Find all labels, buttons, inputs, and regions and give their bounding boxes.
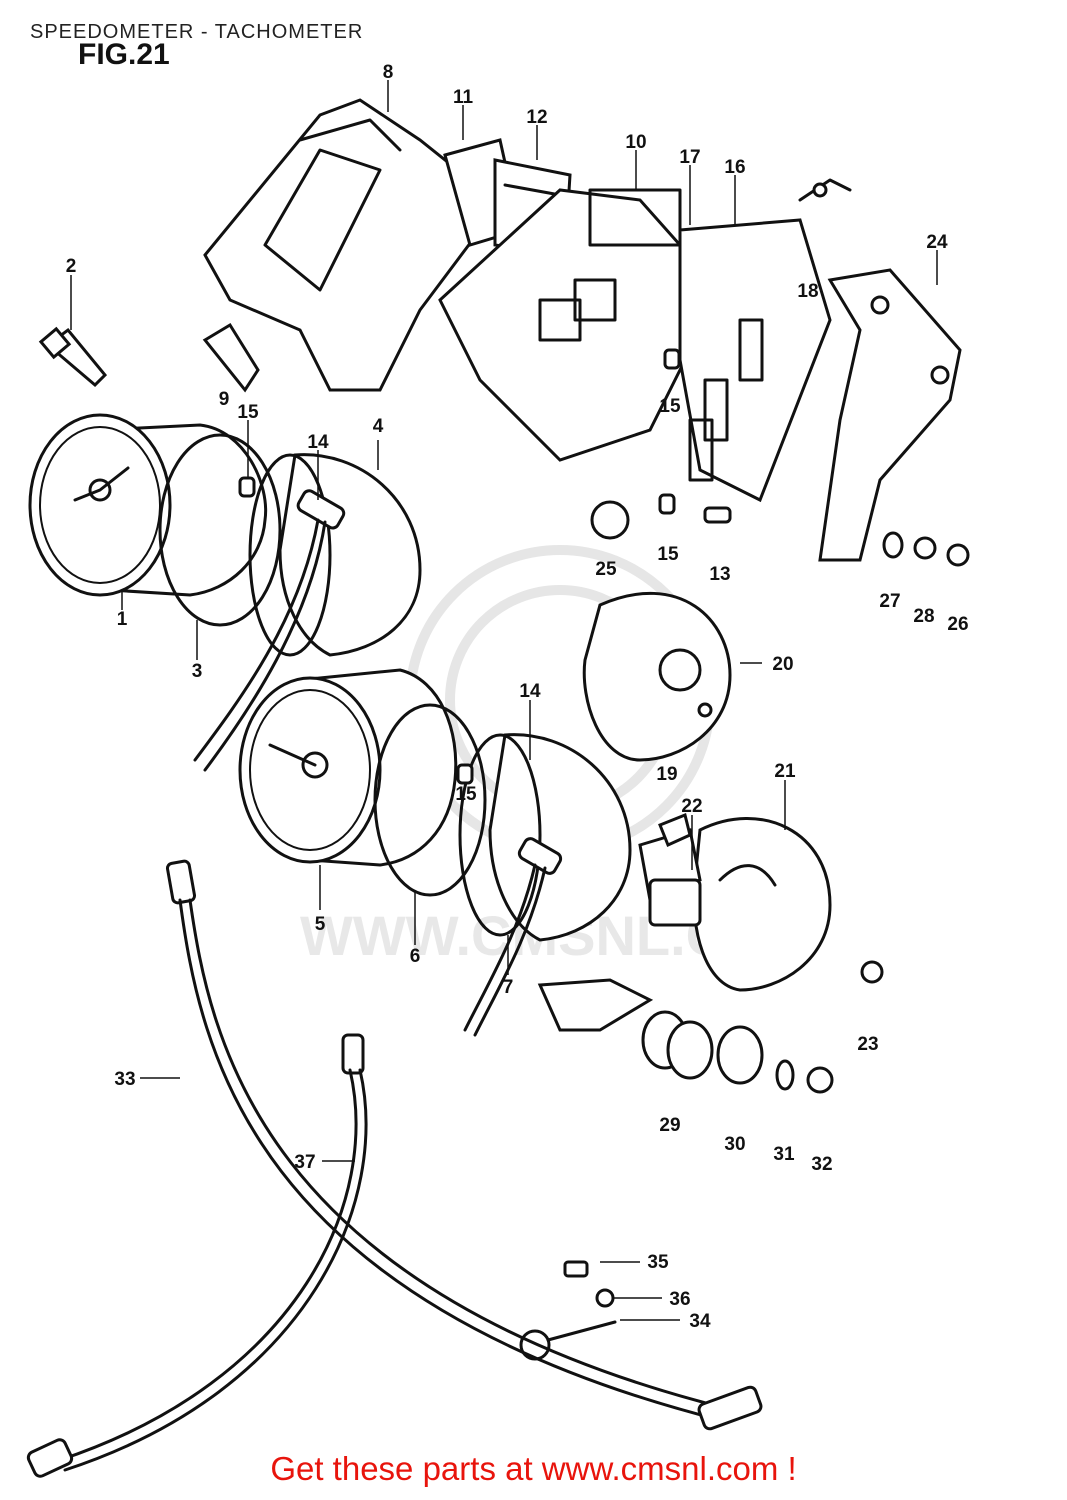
label-15-b: 15: [659, 396, 681, 417]
label-7: 7: [503, 977, 514, 998]
nut-part-28[interactable]: [913, 536, 937, 560]
label-13: 13: [709, 564, 730, 585]
upper-cover-part-8[interactable]: [203, 98, 482, 392]
bulb-part-15-b[interactable]: [663, 348, 681, 370]
label-37: 37: [294, 1152, 315, 1173]
tachometer-cable-part-37[interactable]: [26, 1033, 368, 1478]
case-part-7[interactable]: [458, 733, 632, 1037]
label-28: 28: [913, 606, 934, 627]
plate-part-22[interactable]: [638, 812, 702, 927]
washer-part-31[interactable]: [775, 1059, 795, 1091]
label-34: 34: [689, 1311, 711, 1332]
label-14-upper: 14: [307, 432, 329, 453]
label-6: 6: [410, 946, 421, 967]
label-20: 20: [772, 654, 793, 675]
label-25: 25: [595, 559, 617, 580]
label-36: 36: [669, 1289, 690, 1310]
grommet-part-25[interactable]: [590, 500, 630, 540]
label-12: 12: [526, 107, 547, 128]
bulb-part-15-a[interactable]: [658, 493, 676, 515]
washer-part-30[interactable]: [716, 1025, 764, 1085]
rear-cover-part-20[interactable]: [582, 592, 732, 762]
label-21: 21: [774, 761, 796, 782]
label-32: 32: [811, 1154, 832, 1175]
label-29: 29: [659, 1115, 680, 1136]
gasket-part-3[interactable]: [158, 433, 282, 627]
label-27: 27: [879, 591, 900, 612]
lower-cover-part-10[interactable]: [438, 188, 722, 462]
label-19: 19: [656, 764, 677, 785]
label-31: 31: [773, 1144, 795, 1165]
bulb-part-15-d[interactable]: [456, 763, 474, 785]
label-33: 33: [114, 1069, 135, 1090]
bulb-part-15-c[interactable]: [238, 476, 256, 498]
label-15-d: 15: [455, 784, 477, 805]
rear-cover-part-21[interactable]: [692, 817, 832, 992]
clamp-part-34[interactable]: [519, 1320, 617, 1361]
tachometer-part-5[interactable]: [238, 668, 458, 867]
label-5: 5: [315, 914, 326, 935]
socket-part-14-upper[interactable]: [193, 489, 346, 772]
label-3: 3: [192, 661, 203, 682]
label-17: 17: [679, 147, 700, 168]
label-16: 16: [724, 157, 745, 178]
label-2: 2: [66, 256, 77, 277]
label-22: 22: [681, 796, 702, 817]
speedometer-part-1[interactable]: [28, 413, 268, 597]
gasket-part-6[interactable]: [373, 703, 487, 897]
screw-part-35[interactable]: [563, 1260, 589, 1278]
label-8: 8: [383, 62, 394, 83]
bracket-lower: [537, 978, 654, 1032]
label-15-c: 15: [657, 544, 679, 565]
washer-part-36[interactable]: [595, 1288, 615, 1308]
label-30: 30: [724, 1134, 745, 1155]
socket-board-part-16[interactable]: [678, 178, 852, 503]
part-labels: 1 2 3 4 5 6 7 8 9 10 11 12 13 14 14 15 1…: [66, 62, 969, 1332]
cushion-part-29[interactable]: [641, 1010, 714, 1080]
nut-part-23[interactable]: [860, 960, 884, 984]
washer-part-27[interactable]: [882, 531, 904, 559]
label-26: 26: [947, 614, 968, 635]
label-35: 35: [647, 1252, 669, 1273]
figure-number: FIG.21: [78, 38, 170, 71]
socket-part-13[interactable]: [703, 506, 732, 524]
leader-lines: [70, 80, 938, 1321]
label-14-lower: 14: [519, 681, 541, 702]
bracket-part-24[interactable]: [818, 268, 962, 562]
label-10: 10: [625, 132, 646, 153]
label-24: 24: [926, 232, 948, 253]
bolt-part-26[interactable]: [946, 543, 970, 567]
nut-part-32[interactable]: [806, 1066, 834, 1094]
label-15-a: 15: [237, 402, 259, 423]
case-part-4[interactable]: [248, 453, 422, 657]
diagram-title: SPEEDOMETER - TACHOMETER: [30, 21, 363, 43]
clip-part-9[interactable]: [202, 322, 260, 393]
label-23: 23: [857, 1034, 878, 1055]
label-9: 9: [219, 389, 230, 410]
label-18: 18: [797, 281, 818, 302]
label-4: 4: [373, 416, 384, 437]
bolt-part-2[interactable]: [38, 326, 108, 388]
footer-promo-text[interactable]: Get these parts at www.cmsnl.com !: [270, 1450, 797, 1487]
label-11: 11: [453, 87, 474, 108]
label-1: 1: [117, 609, 128, 630]
